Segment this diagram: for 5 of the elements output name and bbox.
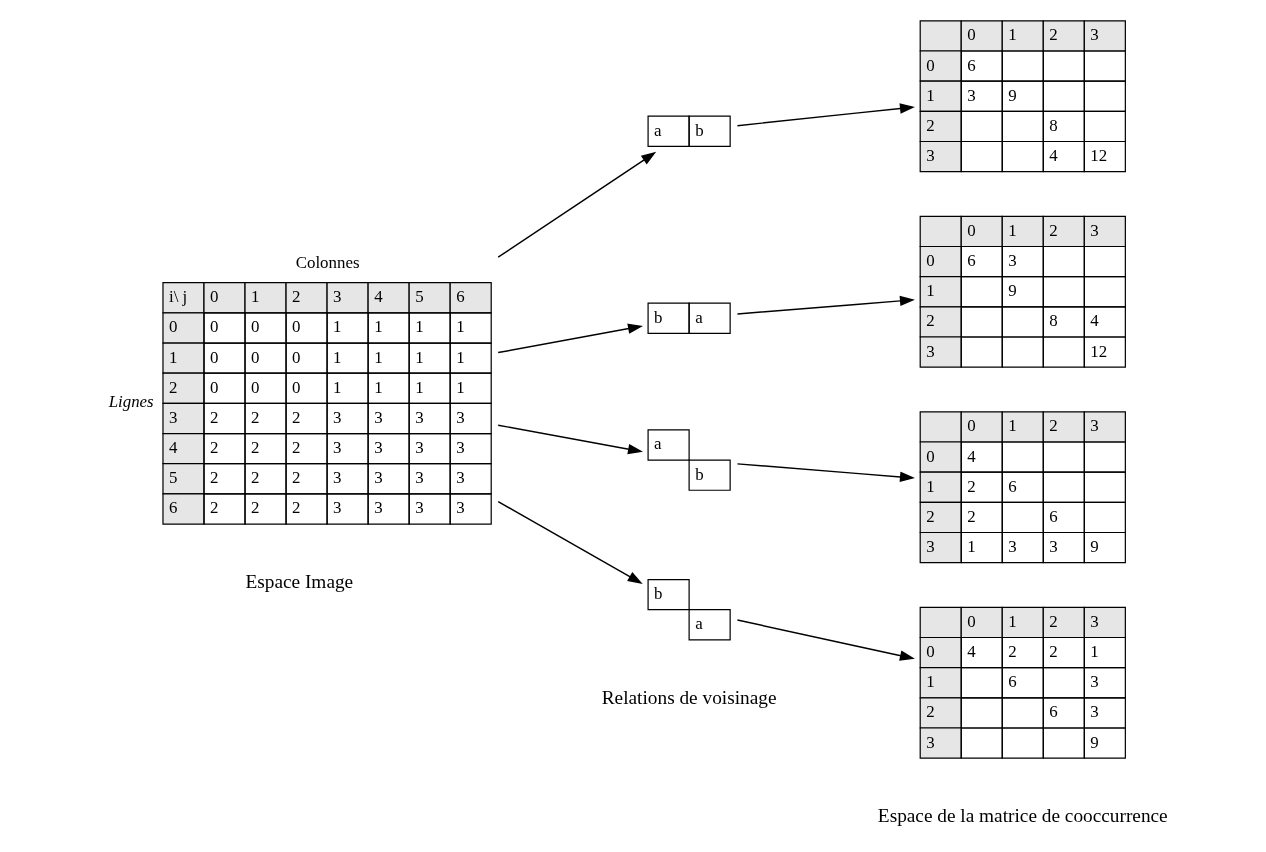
label: Espace Image — [245, 570, 354, 592]
label: Relations de voisinage — [601, 686, 777, 708]
node-label: Colonnes — [295, 253, 360, 273]
node-label: Lignes — [108, 391, 154, 411]
label: Espace de la matrice de cooccurrence — [877, 804, 1168, 826]
